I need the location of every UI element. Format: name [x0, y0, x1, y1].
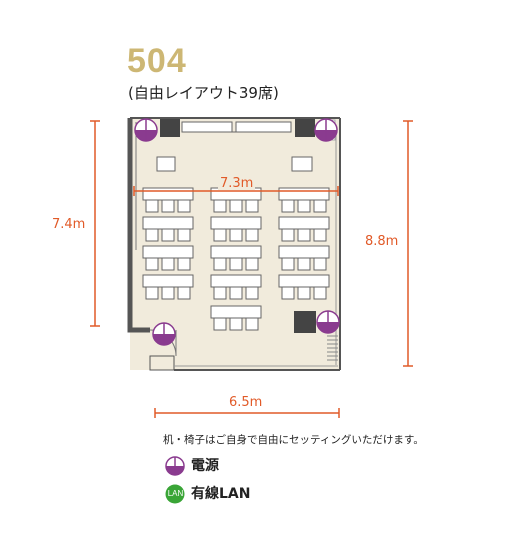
bottom-right-fixture	[294, 311, 316, 333]
lectern-right	[291, 156, 313, 172]
chair	[177, 228, 191, 242]
chair	[213, 228, 227, 242]
lan-badge-text: LAN	[167, 489, 184, 498]
dimension-inner-depth	[90, 120, 100, 327]
top-right-fixture	[295, 119, 315, 137]
desk	[210, 216, 262, 230]
dimension-outer-depth	[403, 120, 413, 367]
left-wall	[127, 118, 150, 333]
chair	[281, 199, 295, 213]
dimension-outer-width-label: 6.5m	[229, 395, 263, 410]
chair	[177, 257, 191, 271]
legend-power-icon	[165, 456, 185, 476]
chair	[229, 199, 243, 213]
chair	[161, 257, 175, 271]
desk	[210, 245, 262, 259]
desk-layout	[142, 187, 330, 300]
chair	[297, 199, 311, 213]
desk	[278, 245, 330, 259]
top-left-fixture	[160, 119, 180, 137]
desk	[210, 274, 262, 288]
chair	[313, 199, 327, 213]
desk	[142, 245, 194, 259]
legend-lan-label: 有線LAN	[191, 486, 251, 502]
dimension-inner-depth-label: 7.4m	[52, 217, 86, 232]
chair	[245, 257, 259, 271]
desk	[278, 274, 330, 288]
chair	[245, 286, 259, 300]
entrance-box	[149, 355, 175, 371]
lectern-left	[156, 156, 176, 172]
chair	[145, 228, 159, 242]
chair	[177, 199, 191, 213]
chair	[145, 199, 159, 213]
chair	[161, 228, 175, 242]
dimension-outer-depth-label: 8.8m	[365, 234, 399, 249]
desk	[142, 216, 194, 230]
power-outlet-icon	[316, 310, 340, 334]
legend-lan-icon	[165, 484, 185, 504]
chair	[245, 199, 259, 213]
power-outlet-icon	[152, 322, 176, 346]
chair	[177, 286, 191, 300]
chair	[245, 228, 259, 242]
chair	[213, 257, 227, 271]
dimension-inner-width-label: 7.3m	[218, 176, 256, 191]
right-blinds	[327, 335, 338, 361]
chair	[281, 286, 295, 300]
desk	[142, 187, 194, 201]
chair	[297, 228, 311, 242]
chair	[145, 257, 159, 271]
chair	[313, 257, 327, 271]
setup-note: 机・椅子はご自身で自由にセッティングいただけます。	[163, 434, 424, 446]
whiteboard-right	[235, 121, 292, 133]
power-outlet-icon	[314, 118, 338, 142]
chair	[213, 199, 227, 213]
chair	[297, 286, 311, 300]
desk	[278, 187, 330, 201]
chair	[229, 257, 243, 271]
chair	[297, 257, 311, 271]
chair	[281, 228, 295, 242]
legend-power-label: 電源	[191, 458, 219, 474]
chair	[313, 286, 327, 300]
chair	[213, 286, 227, 300]
desk-extra	[210, 305, 262, 319]
chair	[161, 199, 175, 213]
chair-extra-2	[229, 317, 243, 331]
dimension-inner-width	[133, 186, 339, 196]
desk	[278, 216, 330, 230]
chair	[229, 228, 243, 242]
chair-extra-3	[245, 317, 259, 331]
chair	[161, 286, 175, 300]
chair	[281, 257, 295, 271]
desk	[142, 274, 194, 288]
chair	[145, 286, 159, 300]
chair-extra-1	[213, 317, 227, 331]
whiteboard-left	[181, 121, 233, 133]
room-number: 504	[127, 42, 187, 80]
power-outlet-icon	[134, 118, 158, 142]
chair	[313, 228, 327, 242]
layout-caption: (自由レイアウト39席)	[128, 84, 279, 102]
dimension-outer-width	[154, 408, 340, 418]
chair	[229, 286, 243, 300]
